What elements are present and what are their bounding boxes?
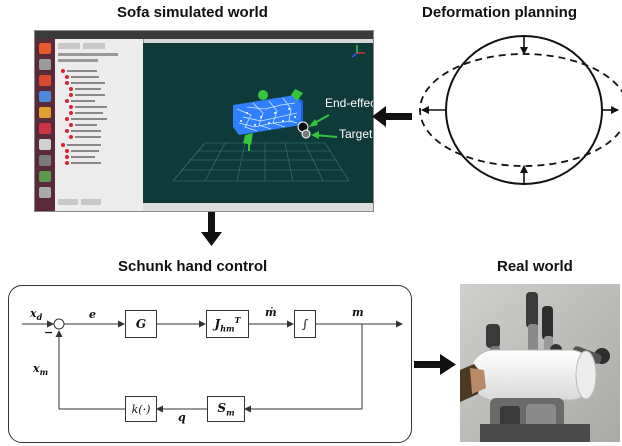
sofa-scene [172, 45, 365, 182]
human-hand [470, 368, 486, 394]
signal-m: m [352, 306, 364, 319]
end-effector-marker [297, 121, 311, 139]
control-diagram [8, 285, 412, 443]
stiffness-block: k(·) [125, 396, 157, 422]
sofa-window-bar [35, 31, 373, 39]
arrow-sofa-to-control-shaft [208, 212, 215, 234]
target-label: Target [339, 127, 373, 141]
sofa-3d-viewport: End-effector Target [143, 43, 373, 203]
deformation-title: Deformation planning [422, 4, 577, 21]
sofa-screenshot: End-effector Target [34, 30, 374, 212]
signal-xd: xd [30, 307, 43, 323]
summing-junction [53, 318, 65, 330]
signal-e: e [89, 308, 96, 321]
arrow-control-to-real-shaft [414, 361, 442, 368]
minus-sign: − [44, 326, 54, 339]
end-effector-label: End-effector [325, 96, 373, 110]
sofa-dock [35, 39, 55, 211]
selection-label: Sm [217, 400, 235, 418]
signal-xm: xm [33, 362, 49, 378]
foam-cylinder [469, 349, 597, 401]
jacobian-block: JhmT [206, 310, 249, 338]
gain-label: G [135, 317, 147, 331]
arrow-deform-to-sofa-head [372, 106, 386, 127]
jacobian-label: JhmT [214, 314, 241, 334]
deformation-diagram [419, 35, 622, 185]
floor-grid [172, 142, 350, 182]
schunk-title: Schunk hand control [118, 258, 268, 275]
robot-hand-illustration [460, 284, 620, 442]
stiffness-label: k(·) [131, 402, 151, 416]
arrow-sofa-to-control-head [201, 232, 222, 246]
signal-mdot: ṁ [265, 306, 277, 319]
dock-icons [39, 43, 51, 198]
gain-block: G [125, 310, 157, 338]
sofa-status-bar [143, 203, 373, 211]
sofa-title: Sofa simulated world [117, 4, 268, 21]
finger-markers [243, 89, 303, 151]
signal-q: q [178, 411, 186, 424]
arrow-control-to-real-head [440, 354, 456, 375]
sofa-scene-graph-panel [55, 39, 144, 211]
arrow-deform-to-sofa-shaft [384, 113, 412, 120]
deformable-mesh [233, 95, 303, 135]
selection-block: Sm [207, 396, 245, 422]
label-arrows [309, 114, 338, 139]
integrator-label: ∫ [301, 317, 309, 331]
axis-gizmo [351, 45, 365, 58]
line-feedback-m [244, 324, 363, 413]
integrator-block: ∫ [294, 310, 316, 338]
scene-graph-tree [58, 43, 118, 205]
line-feedback-xm [55, 330, 125, 410]
robot-palm [480, 398, 590, 442]
real-world-title: Real world [497, 258, 573, 275]
robot-fingers [486, 292, 610, 366]
real-world-photo [460, 284, 620, 442]
